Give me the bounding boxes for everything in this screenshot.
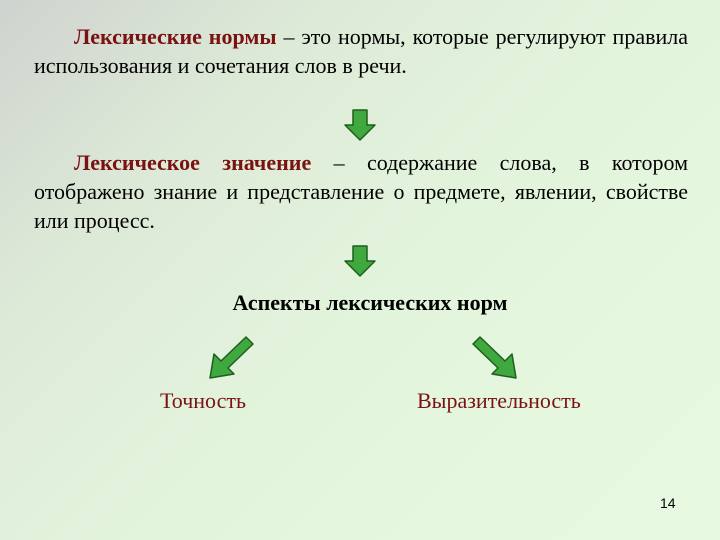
definition-text-lexical-norms: – это нормы, которые регулируют правила … [34,24,689,78]
aspects-heading: Аспекты лексических норм [232,290,508,315]
term-lexical-norms: Лексические нормы [74,24,277,49]
definition-text-lexical-meaning: – содержание слова, в котором отображено… [34,150,688,233]
arrow-down-icon [344,109,376,141]
definition-lexical-norms: Лексические нормы – это нормы, которые р… [34,22,688,80]
arrow-down-left-icon [209,336,254,379]
arrow-down-icon [344,245,376,277]
arrow-down-right-icon [472,336,517,379]
page-number: 14 [660,495,676,511]
definition-lexical-meaning: Лексическое значение – содержание слова,… [34,148,688,235]
aspect-accuracy: Точность [160,388,247,413]
term-lexical-meaning: Лексическое значение [74,150,312,175]
aspect-expressiveness: Выразительность [417,388,581,413]
